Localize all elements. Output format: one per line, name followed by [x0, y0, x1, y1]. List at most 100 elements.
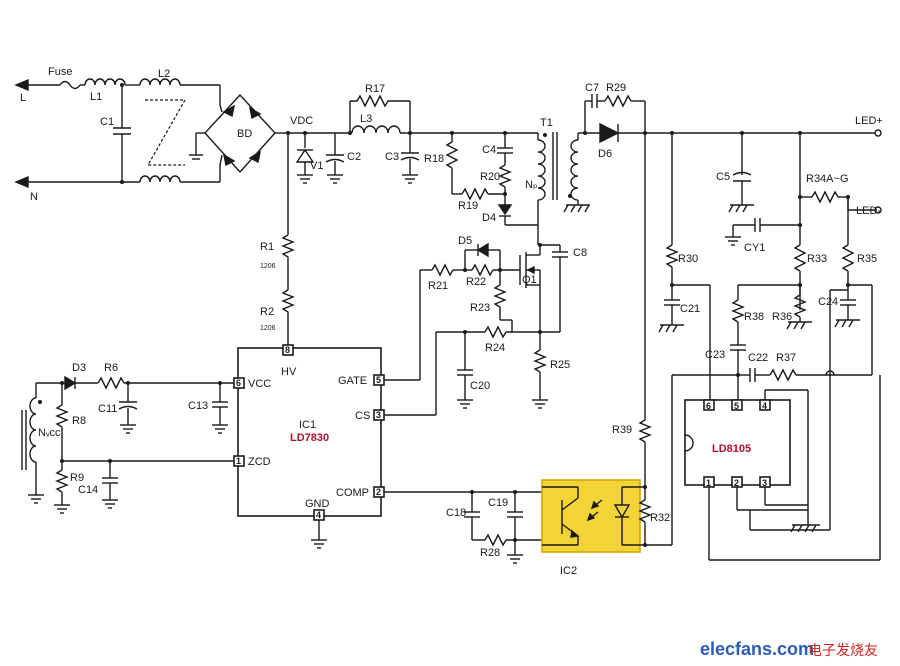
label-r1-pkg: 1206 — [260, 263, 276, 270]
label-d4: D4 — [482, 212, 496, 224]
ic1-vcc-label: VCC — [248, 378, 271, 390]
watermark-cn: 电子发烧友 — [808, 643, 878, 659]
label-led-plus: LED+ — [855, 115, 883, 127]
label-l3: L3 — [360, 113, 372, 125]
label-d5: D5 — [458, 235, 472, 247]
label-c2: C2 — [347, 151, 361, 163]
label-c8: C8 — [573, 247, 587, 259]
label-r33: R33 — [807, 253, 827, 265]
label-c1: C1 — [100, 116, 114, 128]
ld8105-body — [684, 399, 791, 486]
transformer-t1 — [537, 132, 590, 245]
ic1-hv-label: HV — [281, 366, 297, 378]
dc-bus-section — [286, 94, 538, 235]
gate-drive-q1 — [457, 242, 568, 409]
label-c22: C22 — [748, 352, 768, 364]
label-c14: C14 — [78, 484, 98, 496]
ld7830-controller — [233, 263, 542, 549]
label-c11: C11 — [98, 403, 117, 415]
label-r25: R25 — [550, 359, 570, 371]
label-np: Nₚ — [525, 179, 538, 191]
label-bd: BD — [237, 128, 252, 140]
label-c7: C7 — [585, 82, 599, 94]
ic1-gate-label: GATE — [338, 375, 367, 387]
ic1-pin-zcd: 1 — [236, 456, 241, 466]
label-l2: L2 — [158, 68, 170, 80]
label-r2-pkg: 1206 — [260, 325, 276, 332]
label-r24: R24 — [485, 342, 505, 354]
label-r39: R39 — [612, 424, 632, 436]
ac-input-section — [14, 78, 288, 189]
label-r37: R37 — [776, 352, 796, 364]
ic1-pin-gnd: 4 — [316, 510, 321, 520]
watermark: elecfans.com 电子发烧友 — [700, 639, 878, 659]
label-c4: C4 — [482, 144, 496, 156]
ic1-pin-gate: 5 — [376, 375, 381, 385]
ic1-gnd-label: GND — [305, 498, 330, 510]
output-section — [578, 94, 882, 561]
ic1-cs-label: CS — [355, 410, 370, 422]
comp-feedback-section — [464, 133, 672, 564]
label-r18: R18 — [424, 153, 444, 165]
label-c20: C20 — [470, 380, 490, 392]
ic1-pin-comp: 2 — [376, 487, 381, 497]
label-r30: R30 — [678, 253, 698, 265]
ld8105-pin-2: 2 — [734, 478, 739, 488]
label-r36: R36 — [772, 311, 792, 323]
startup-resistors — [281, 234, 295, 345]
label-nvcc: Nᵥcc — [38, 427, 61, 439]
label-r34: R34A~G — [806, 173, 849, 185]
label-c18: C18 — [446, 507, 466, 519]
label-v1: V1 — [310, 160, 323, 172]
label-c13: C13 — [188, 400, 208, 412]
ic1-pin-cs: 3 — [376, 410, 381, 420]
ld8105-pin-1: 1 — [706, 478, 711, 488]
ic1-pin-hv: 8 — [285, 345, 290, 355]
label-r9: R9 — [70, 472, 84, 484]
ld7830-labels: 8 HV 6 VCC 1 ZCD 5 GATE 3 CS 2 COMP 4 GN… — [236, 345, 381, 520]
label-c5: C5 — [716, 171, 730, 183]
ic1-name: IC1 — [299, 419, 316, 431]
label-r17: R17 — [365, 83, 385, 95]
label-ic2: IC2 — [560, 565, 577, 577]
ic1-zcd-label: ZCD — [248, 456, 271, 468]
label-r6: R6 — [104, 362, 118, 374]
label-r22: R22 — [466, 276, 486, 288]
ld8105-pin-4: 4 — [762, 401, 767, 411]
label-line: L — [20, 92, 26, 104]
label-c23: C23 — [705, 349, 725, 361]
ld8105-pin-5: 5 — [734, 401, 739, 411]
label-r19: R19 — [458, 200, 478, 212]
ld8105-pin-3: 3 — [762, 478, 767, 488]
label-d3: D3 — [72, 362, 86, 374]
label-c21: C21 — [680, 303, 700, 315]
ld8105-labels: 6 5 4 1 2 3 LD8105 — [706, 401, 767, 488]
label-led-minus: LED- — [856, 205, 881, 217]
label-r35: R35 — [857, 253, 877, 265]
label-q1: Q1 — [522, 274, 537, 286]
label-fuse: Fuse — [48, 66, 72, 78]
label-c3: C3 — [385, 151, 399, 163]
label-cy1: CY1 — [744, 242, 765, 254]
watermark-site: elecfans.com — [700, 639, 814, 659]
label-c19: C19 — [488, 497, 508, 509]
label-neutral: N — [30, 191, 38, 203]
label-r8: R8 — [72, 415, 86, 427]
label-t1: T1 — [540, 117, 553, 129]
ld8105-pin-6: 6 — [706, 401, 711, 411]
label-r2: R2 — [260, 306, 274, 318]
label-r23: R23 — [470, 302, 490, 314]
aux-vcc-section — [21, 375, 234, 514]
label-r1: R1 — [260, 241, 274, 253]
label-c24: C24 — [818, 296, 838, 308]
label-r38: R38 — [744, 311, 764, 323]
label-r32: R32 — [650, 512, 670, 524]
label-l1: L1 — [90, 91, 102, 103]
label-r28: R28 — [480, 547, 500, 559]
label-r21: R21 — [428, 280, 448, 292]
ic1-pin-vcc: 6 — [236, 378, 241, 388]
component-labels: Fuse L N L1 L2 C1 BD VDC V1 C2 R17 L3 C3… — [20, 66, 883, 577]
ic1-part: LD7830 — [290, 432, 329, 444]
